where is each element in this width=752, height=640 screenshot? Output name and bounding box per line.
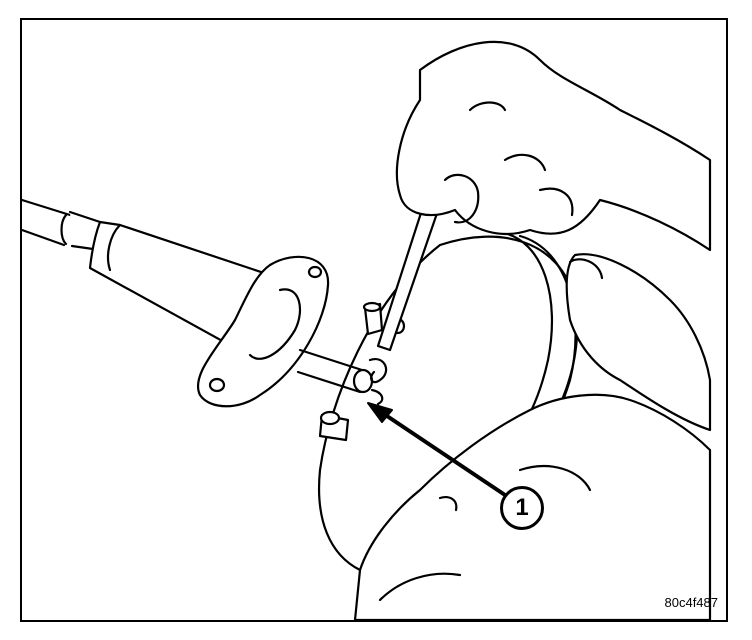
stud-lower bbox=[318, 410, 350, 442]
right-hand bbox=[565, 253, 712, 432]
retaining-clip bbox=[368, 358, 388, 406]
callout-arrow bbox=[367, 402, 507, 497]
figure-id: 80c4f487 bbox=[664, 595, 719, 610]
mounting-flange bbox=[197, 255, 330, 408]
upper-hand bbox=[395, 40, 712, 252]
cable bbox=[20, 198, 102, 252]
callout-1-label: 1 bbox=[500, 486, 544, 530]
